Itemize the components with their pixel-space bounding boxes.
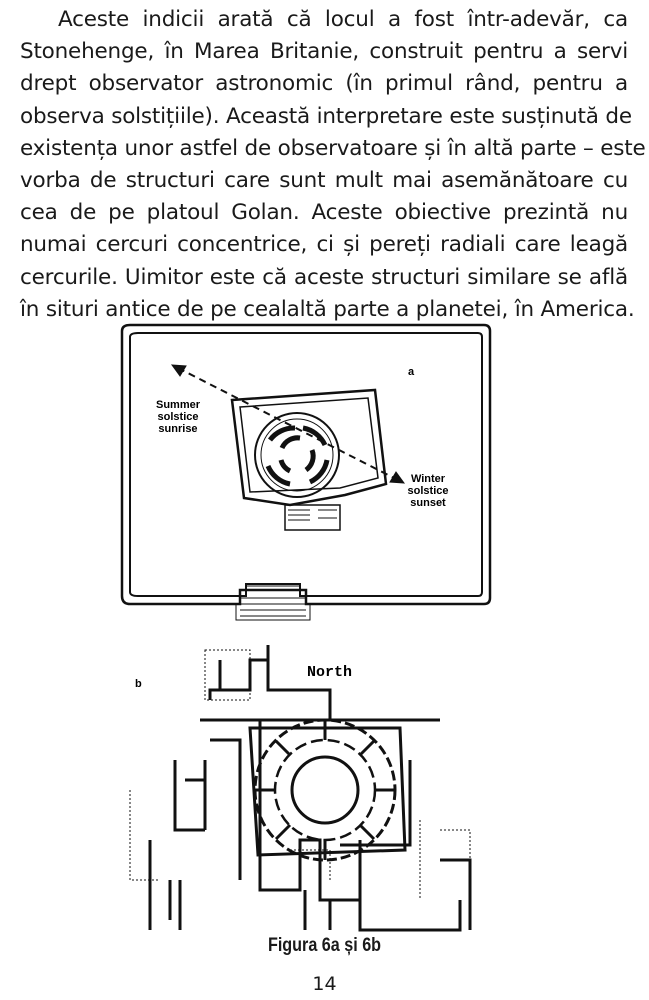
text-line: vorba de structuri care sunt mult mai as… <box>20 168 628 194</box>
north-label: North <box>307 664 352 681</box>
text-line: drept observator astronomic (în primul r… <box>20 71 628 97</box>
figure-b-label: b <box>135 678 142 690</box>
text-line: Aceste indicii arată că locul a fost înt… <box>58 7 628 32</box>
page-number: 14 <box>312 973 337 995</box>
figure-6b <box>129 645 472 932</box>
summer-label: Summer <box>156 399 201 411</box>
figure-illustration: a Summer solstice sunrise Winter solstic… <box>120 323 492 932</box>
text-line: observa solstițiile). Această interpreta… <box>20 103 632 129</box>
winter-label: Winter <box>411 473 446 485</box>
figure-6a <box>120 323 492 621</box>
figure-a-label: a <box>408 366 415 378</box>
text-line: existența unor astfel de observatoare și… <box>20 135 646 161</box>
text-line: numai cercuri concentrice, ci și pereți … <box>20 232 628 258</box>
summer-label: solstice <box>158 411 199 423</box>
winter-label: solstice <box>408 485 449 497</box>
figure-caption: Figura 6a și 6b <box>267 935 382 956</box>
text-line: Stonehenge, în Marea Britanie, construit… <box>20 39 628 65</box>
summer-label: sunrise <box>158 423 197 435</box>
text-line: cercurile. Uimitor este că aceste struct… <box>20 264 628 290</box>
winter-label: sunset <box>410 497 446 509</box>
body-paragraph: Aceste indicii arată că locul a fost înt… <box>20 4 646 326</box>
text-line: în situri antice de pe cealaltă parte a … <box>20 296 635 322</box>
text-line: cea de pe platoul Golan. Aceste obiectiv… <box>20 200 628 226</box>
